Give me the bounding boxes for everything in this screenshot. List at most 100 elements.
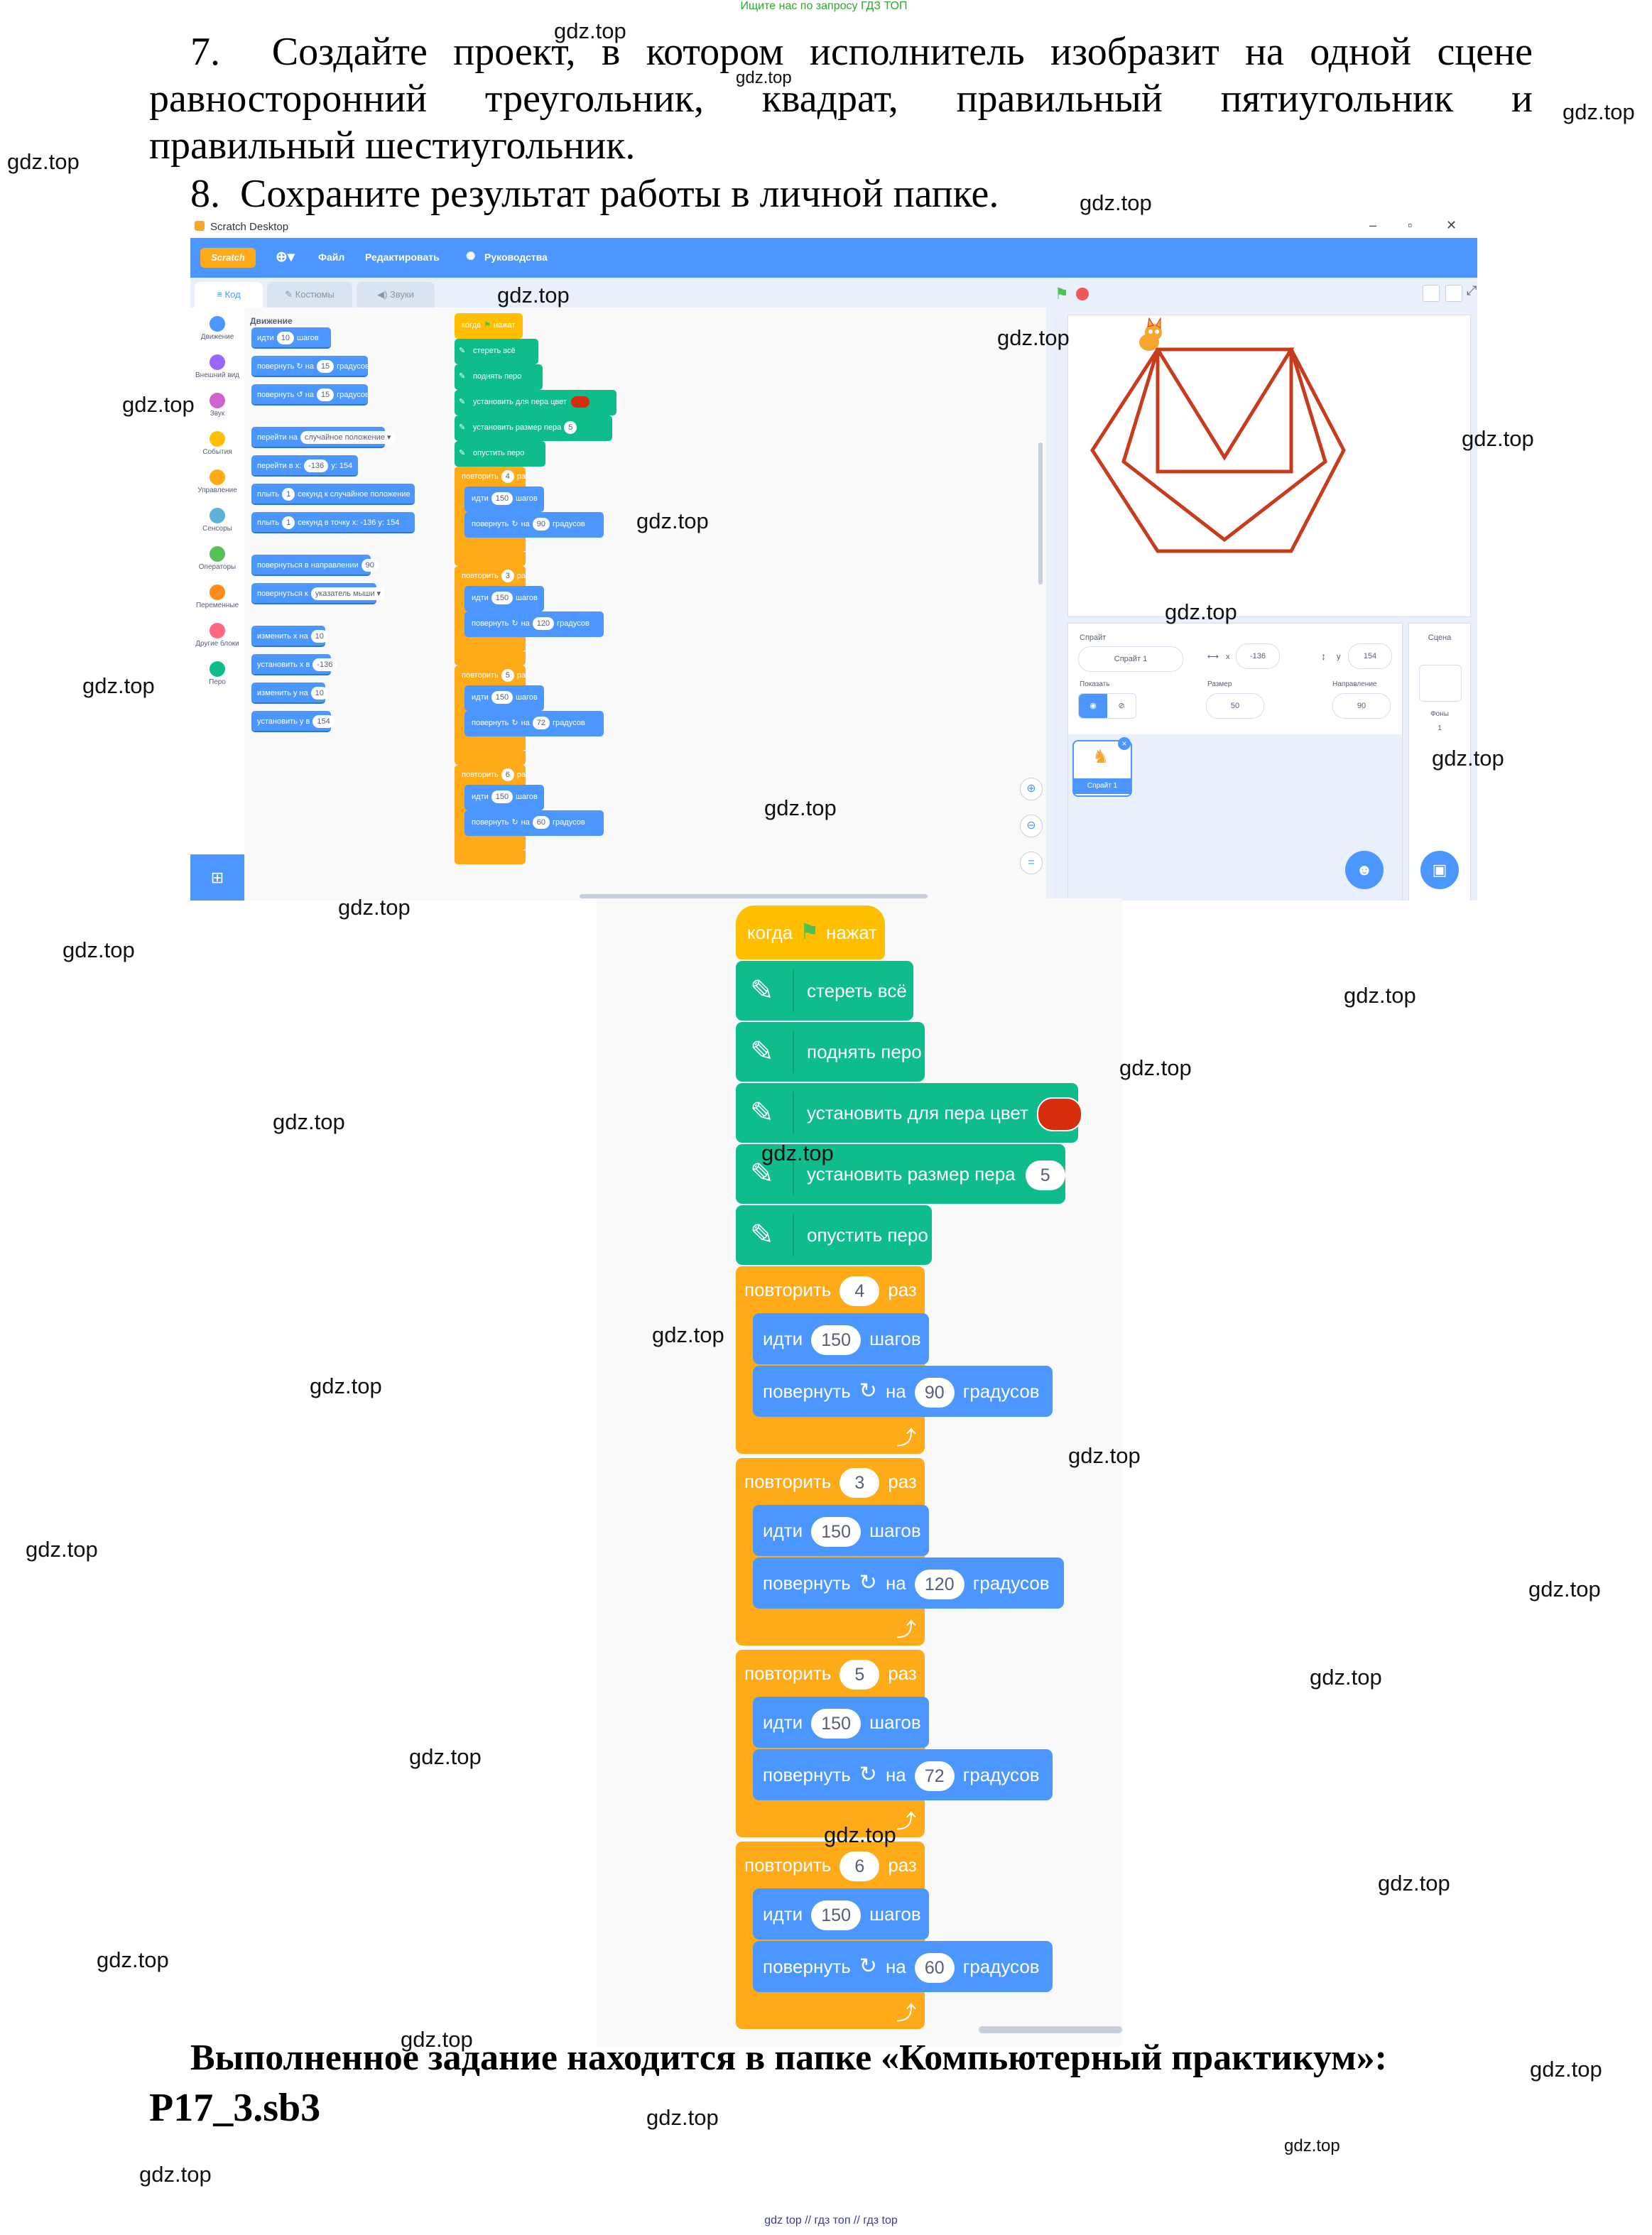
- pen-size-value[interactable]: 5: [1025, 1160, 1065, 1191]
- sprite-name-field[interactable]: Спрайт 1: [1078, 646, 1183, 672]
- zoom-out-icon[interactable]: ⊖: [1020, 815, 1043, 837]
- add-backdrop-button[interactable]: ▣: [1420, 851, 1459, 889]
- palette-block-value[interactable]: 10: [310, 630, 328, 643]
- maximize-icon[interactable]: ▫: [1408, 218, 1413, 232]
- mini-pen-value[interactable]: 5: [564, 421, 577, 434]
- repeat-count[interactable]: 5: [839, 1660, 880, 1690]
- sprite-y-field[interactable]: 154: [1348, 643, 1392, 669]
- sprite-size-field[interactable]: 50: [1206, 693, 1264, 719]
- mini-move-steps[interactable]: 150: [491, 492, 513, 505]
- mini-repeat-count[interactable]: 6: [501, 768, 514, 781]
- mini-turn-angle[interactable]: 90: [532, 518, 550, 531]
- category-2[interactable]: Звук: [190, 393, 244, 418]
- palette-block-value[interactable]: -136: [313, 658, 337, 671]
- pen-color-swatch[interactable]: [1036, 1097, 1082, 1132]
- tab-sounds[interactable]: ◀) Звуки: [357, 282, 435, 308]
- scratch-logo[interactable]: Scratch: [200, 248, 256, 268]
- pen-block[interactable]: ✎поднять перо: [736, 1022, 925, 1082]
- green-flag-icon[interactable]: ⚑: [1055, 285, 1069, 303]
- move-steps-value[interactable]: 150: [811, 1325, 862, 1356]
- tab-costumes[interactable]: ✎ Костюмы: [267, 282, 352, 308]
- fullscreen-icon[interactable]: ⤢: [1467, 283, 1477, 298]
- category-7[interactable]: Переменные: [190, 584, 244, 609]
- extensions-button[interactable]: ⊞: [190, 854, 244, 901]
- category-0[interactable]: Движение: [190, 316, 244, 341]
- workspace-scrollbar[interactable]: [717, 308, 722, 901]
- mini-pen-block[interactable]: ✎поднять перо: [455, 364, 543, 390]
- add-sprite-button[interactable]: ☻: [1345, 851, 1384, 889]
- menu-file[interactable]: Файл: [318, 251, 345, 263]
- zoom-scrollbar[interactable]: [979, 2026, 1122, 2033]
- category-5[interactable]: Сенсоры: [190, 508, 244, 533]
- category-3[interactable]: События: [190, 431, 244, 456]
- eye-closed-icon[interactable]: ⊘: [1118, 702, 1125, 710]
- horizontal-scrollbar[interactable]: [580, 894, 928, 898]
- mini-pen-color-swatch[interactable]: [570, 396, 589, 408]
- mini-turn-angle[interactable]: 120: [532, 617, 555, 630]
- mini-repeat-count[interactable]: 4: [501, 470, 514, 483]
- mini-turn-angle[interactable]: 60: [532, 816, 550, 829]
- mini-pen-block[interactable]: ✎опустить перо: [455, 441, 545, 467]
- palette-block-value[interactable]: 15: [316, 360, 335, 373]
- sprite-delete-icon[interactable]: ×: [1118, 737, 1131, 750]
- turn-angle-value[interactable]: 60: [914, 1953, 955, 1984]
- tab-code[interactable]: ≡ Код: [195, 282, 263, 308]
- sprite-thumbnail[interactable]: ♞ × Спрайт 1: [1072, 737, 1132, 797]
- zoom-in-icon[interactable]: ⊕: [1020, 778, 1043, 800]
- category-6[interactable]: Операторы: [190, 546, 244, 571]
- palette-block-value[interactable]: указатель мыши ▾: [310, 587, 386, 600]
- category-8[interactable]: Другие блоки: [190, 623, 244, 648]
- hat-block[interactable]: когда⚑нажат: [736, 906, 885, 959]
- palette-block-value[interactable]: 1: [282, 516, 295, 529]
- repeat-count[interactable]: 3: [839, 1468, 880, 1499]
- palette-block-value[interactable]: 15: [316, 388, 335, 401]
- menu-edit[interactable]: Редактировать: [365, 251, 440, 263]
- palette-block-value[interactable]: -136: [304, 459, 329, 472]
- palette-block-value[interactable]: 10: [276, 332, 294, 344]
- show-toggle[interactable]: ◉ ⊘: [1078, 693, 1136, 719]
- large-stage-icon[interactable]: [1445, 285, 1462, 302]
- menu-tutorials[interactable]: Руководства: [484, 251, 548, 263]
- minimize-icon[interactable]: –: [1369, 218, 1377, 232]
- stop-icon[interactable]: [1076, 288, 1089, 300]
- palette-block-value[interactable]: 10: [310, 687, 328, 700]
- language-globe-icon[interactable]: ⊕▾: [276, 249, 295, 265]
- sprite-direction-field[interactable]: 90: [1332, 693, 1391, 719]
- palette-block-value[interactable]: 1: [282, 488, 295, 501]
- stage-canvas[interactable]: [1067, 315, 1471, 617]
- turn-angle-value[interactable]: 72: [914, 1761, 955, 1792]
- pen-block[interactable]: ✎опустить перо: [736, 1205, 932, 1265]
- move-steps-value[interactable]: 150: [811, 1900, 862, 1931]
- vertical-scrollbar[interactable]: [1038, 442, 1043, 584]
- category-4[interactable]: Управление: [190, 469, 244, 494]
- scene-thumbnail[interactable]: [1419, 665, 1462, 702]
- sprite-x-field[interactable]: -136: [1236, 643, 1280, 669]
- mini-turn-angle[interactable]: 72: [532, 717, 550, 729]
- category-9[interactable]: Перо: [190, 661, 244, 686]
- move-steps-value[interactable]: 150: [811, 1709, 862, 1739]
- move-steps-value[interactable]: 150: [811, 1517, 862, 1548]
- sprite-cat[interactable]: [1139, 317, 1162, 351]
